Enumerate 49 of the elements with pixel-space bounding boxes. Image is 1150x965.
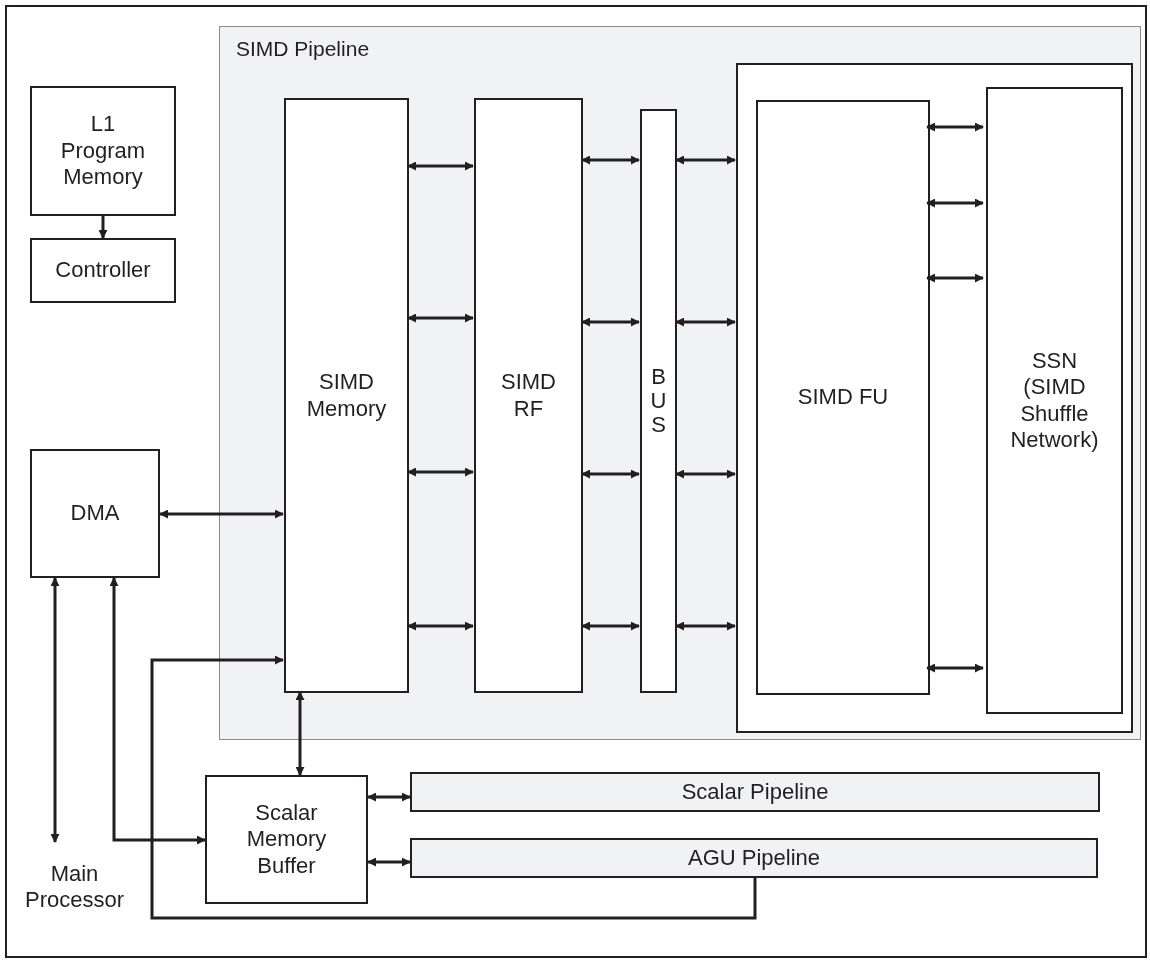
block-label: Scalar Memory Buffer (245, 799, 328, 880)
connector-arrow (581, 317, 640, 327)
connector-arrow (98, 216, 108, 239)
connector-arrow (407, 621, 474, 631)
connector-arrow (109, 577, 206, 845)
block-label: AGU Pipeline (687, 844, 821, 872)
block-box (30, 238, 176, 303)
block-label: Controller (55, 257, 151, 284)
region-title: SIMD Pipeline (236, 37, 370, 61)
block-box (284, 98, 409, 693)
block-label: SIMD Memory (305, 369, 388, 422)
connector-arrow (407, 313, 474, 323)
block-label: L1 Program Memory (59, 111, 147, 191)
block-box (410, 772, 1100, 812)
connector-arrow (581, 621, 640, 631)
block-label: BUS (649, 364, 668, 438)
connector-arrow (367, 792, 411, 802)
connector-arrow (926, 122, 984, 132)
block-label: SIMD RF (500, 369, 557, 422)
connector-arrow (675, 621, 736, 631)
block-label: DMA (70, 500, 120, 527)
block-box (640, 109, 677, 693)
connector-arrow (581, 469, 640, 479)
empty-box (736, 63, 1133, 733)
block-box (30, 86, 176, 216)
connector-arrow (675, 469, 736, 479)
connector-arrow (675, 317, 736, 327)
connector-arrow (150, 655, 757, 920)
block-box (986, 87, 1123, 714)
connector-arrow (926, 663, 984, 673)
connector-arrow (367, 857, 411, 867)
connector-arrow (159, 509, 284, 519)
connector-arrow (407, 161, 474, 171)
connector-arrow (926, 273, 984, 283)
block-box (30, 449, 160, 578)
block-box (410, 838, 1098, 878)
connector-arrow (50, 577, 60, 843)
block-label: SSN (SIMD Shuffle Network) (1009, 347, 1100, 454)
connector-arrow (407, 467, 474, 477)
connector-arrow (675, 155, 736, 165)
block-box (474, 98, 583, 693)
connector-arrow (926, 198, 984, 208)
connector-arrow (295, 691, 305, 776)
block-label: SIMD FU (797, 384, 889, 411)
pipeline-region (219, 26, 1141, 740)
block-box (756, 100, 930, 695)
block-box (205, 775, 368, 904)
connector-arrow (581, 155, 640, 165)
block-label: Scalar Pipeline (681, 778, 829, 806)
